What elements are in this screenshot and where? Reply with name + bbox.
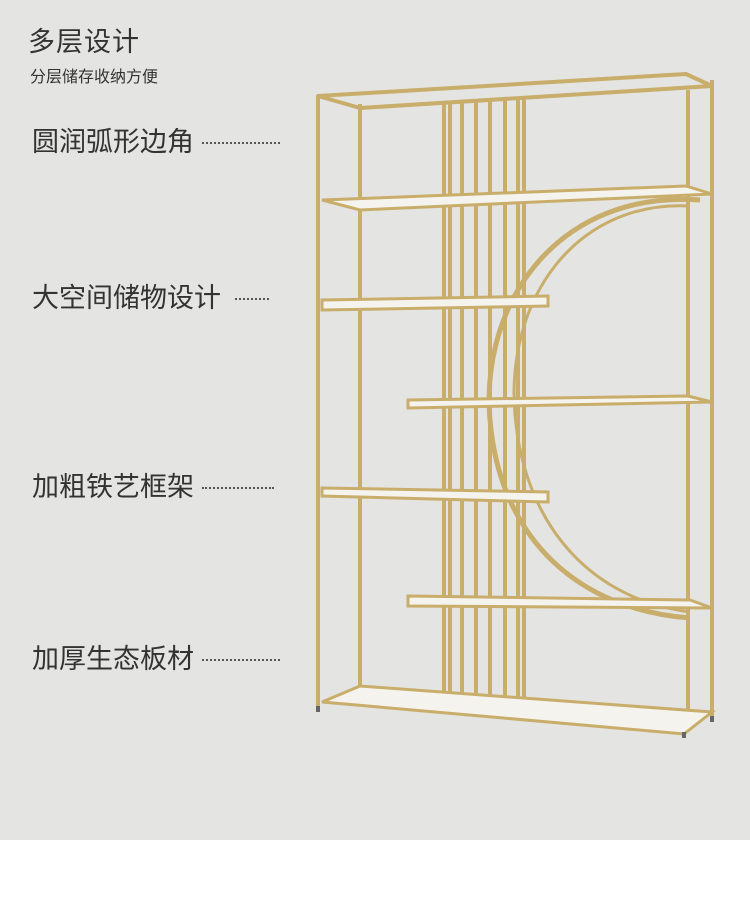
feature-label: 圆润弧形边角 — [32, 127, 194, 158]
section-subtitle: 分层储存收纳方便 — [30, 67, 159, 86]
gold-shelf-illustration — [316, 72, 716, 738]
section-title: 多层设计 — [28, 27, 140, 58]
shelf-board — [406, 394, 713, 410]
arc-frame — [486, 196, 701, 621]
feature-label: 加厚生态板材 — [32, 644, 194, 675]
feature-label: 大空间储物设计 — [32, 283, 221, 314]
shelf-board — [320, 486, 550, 504]
shelf-board — [406, 594, 713, 610]
feature-large-storage: 大空间储物设计 — [32, 276, 269, 315]
shelf-board — [320, 294, 550, 312]
feature-rounded-corners: 圆润弧形边角 — [32, 120, 280, 159]
callout-dotted-line — [202, 141, 280, 144]
callout-dotted-line — [235, 297, 269, 300]
top-frame — [316, 72, 714, 110]
shelf-board — [321, 184, 713, 212]
feature-thick-eco-board: 加厚生态板材 — [32, 637, 280, 676]
shelf-foot — [316, 706, 320, 712]
shelf-board-bottom — [321, 684, 716, 736]
shelf-foot — [710, 716, 714, 722]
feature-label: 加粗铁艺框架 — [32, 472, 194, 503]
callout-dotted-line — [202, 658, 280, 661]
arc-frame-inner — [512, 204, 691, 614]
shelf-foot — [682, 732, 686, 738]
callout-dotted-line — [202, 486, 274, 489]
feature-thick-iron-frame: 加粗铁艺框架 — [32, 465, 274, 504]
